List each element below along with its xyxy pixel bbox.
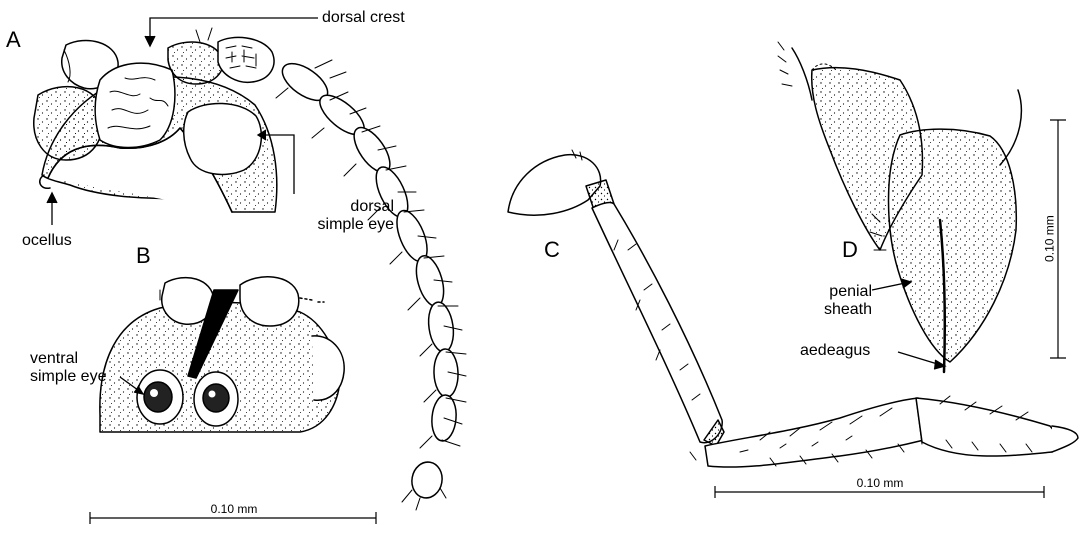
dorsal-crest-shape <box>95 63 175 147</box>
label-aedeagus: aedeagus <box>800 342 870 360</box>
panel-label-b: B <box>136 244 151 268</box>
right-lateral-lobe-b <box>240 277 299 326</box>
scale-label-d: 0.10 mm <box>1043 204 1056 274</box>
label-ocellus: ocellus <box>22 232 72 250</box>
scale-label-ab: 0.10 mm <box>190 503 278 516</box>
coxa <box>508 155 601 216</box>
antenna-segments <box>276 56 459 500</box>
panel-label-c: C <box>544 238 560 262</box>
antenna-segment <box>409 460 445 501</box>
label-dorsal-simple-eye: dorsal simple eye <box>284 198 394 233</box>
label-ventral-simple-eye: ventral simple eye <box>30 350 106 385</box>
femur <box>592 203 722 443</box>
panel-a-drawing <box>34 28 277 212</box>
dorsal-simple-eye-shape <box>184 103 262 174</box>
antenna-segment <box>433 349 459 398</box>
label-ventral-simple-eye-line1: ventral <box>30 350 106 368</box>
panel-d-drawing <box>778 42 1021 372</box>
right-antennal-socket <box>168 42 223 84</box>
label-dorsal-crest: dorsal crest <box>322 9 405 27</box>
panel-label-d: D <box>842 238 858 262</box>
panel-b-drawing <box>100 277 344 432</box>
label-penial-sheath: penial sheath <box>784 283 872 318</box>
tarsus <box>916 398 1062 456</box>
label-dorsal-simple-eye-line2: simple eye <box>284 216 394 234</box>
label-ventral-simple-eye-line2: simple eye <box>30 368 106 386</box>
scape-a <box>218 37 274 82</box>
panel-label-a: A <box>6 28 21 52</box>
label-dorsal-simple-eye-line1: dorsal <box>284 198 394 216</box>
outer-margin <box>792 48 812 100</box>
right-lateral-eye-b <box>312 336 344 400</box>
penial-sheath-shape <box>889 129 1017 362</box>
claw <box>1052 426 1078 452</box>
left-compound-lobe <box>34 87 103 160</box>
scale-label-c: 0.10 mm <box>836 477 924 490</box>
label-penial-sheath-line1: penial <box>784 283 872 301</box>
label-penial-sheath-line2: sheath <box>784 301 872 319</box>
